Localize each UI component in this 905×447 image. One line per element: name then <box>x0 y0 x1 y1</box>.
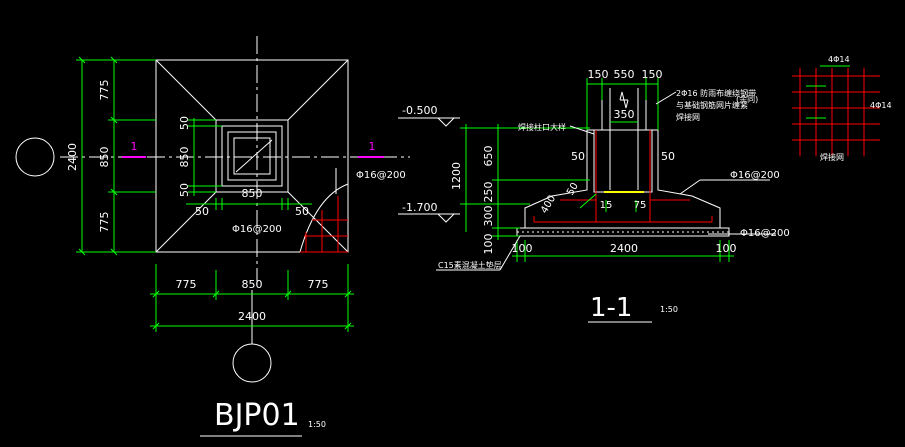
section-scale: 1:50 <box>660 305 678 314</box>
plan-dim-inner-v-2: 850 <box>178 147 191 168</box>
section-dim-bottom <box>512 193 734 262</box>
section-dim-v-total: 1200 <box>450 162 463 190</box>
plan-dim-left-3: 775 <box>98 212 111 233</box>
section-rebar <box>533 130 713 223</box>
axis-bubble-bottom <box>232 343 272 383</box>
section-dim-vertical <box>460 124 590 240</box>
plan-rebar-label-2: Φ16@200 <box>232 224 282 235</box>
section-rebar-label-2: Φ16@200 <box>740 228 790 239</box>
section-dim-misc-400: 400 <box>539 193 558 215</box>
section-mark-left: 1 <box>131 140 138 153</box>
plan-rebar-detail <box>299 168 349 253</box>
section-rebar-label-1: Φ16@200 <box>730 170 780 181</box>
elevation-markers <box>398 117 460 223</box>
section-dim-misc-75: 75 <box>634 200 647 211</box>
section-column-width: 350 <box>614 108 635 121</box>
mesh-label-1: 4Φ14 <box>828 55 850 64</box>
section-elev-top: -0.500 <box>402 104 437 117</box>
plan-dim-inner-b-2: 850 <box>242 187 263 200</box>
plan-dim-inner-b-3: 50 <box>295 205 309 218</box>
plan-dim-bottom-1: 775 <box>176 278 197 291</box>
section-dim-bottom-left: 100 <box>512 242 533 255</box>
section-note-1: 2Φ16 防雨布缠绕钢带 <box>676 88 756 98</box>
section-dim-bottom-right: 100 <box>716 242 737 255</box>
plan-dim-bottom-2: 850 <box>242 278 263 291</box>
plan-dim-inner-vertical <box>188 118 222 196</box>
section-dim-v-300: 300 <box>482 206 495 227</box>
section-note-4: (余同) <box>736 94 758 104</box>
section-dim-50-right: 50 <box>661 150 675 163</box>
section-title: 1-1 <box>590 293 632 323</box>
plan-dim-inner-v-3: 50 <box>178 183 191 197</box>
plan-dim-inner-v-1: 50 <box>178 116 191 130</box>
section-note-3: 焊接网 <box>676 112 700 122</box>
section-view <box>398 78 776 323</box>
plan-outline <box>155 59 349 253</box>
section-dim-v-100: 100 <box>482 234 495 255</box>
section-note-2: 与基础钢筋网片缠紧 <box>676 100 748 110</box>
mesh-texts: 4Φ14 4Φ14 焊接网 <box>820 55 892 162</box>
axis-bubble-left <box>15 137 55 177</box>
plan-scale: 1:50 <box>308 420 326 429</box>
section-dim-misc-15: 15 <box>600 200 613 211</box>
section-mark-right: 1 <box>369 140 376 153</box>
section-dim-v-650: 650 <box>482 146 495 167</box>
plan-view <box>15 36 410 437</box>
section-dim-top-2: 550 <box>614 68 635 81</box>
section-elev-bottom: -1.700 <box>402 201 437 214</box>
section-note-5: 焊接柱口大样 <box>518 122 566 132</box>
pedestal <box>215 119 289 193</box>
section-dim-top <box>586 78 659 130</box>
section-dim-bottom-total: 2400 <box>610 242 638 255</box>
mesh-label-3: 焊接网 <box>820 152 844 162</box>
section-footing <box>524 129 721 228</box>
section-dim-top-3: 150 <box>642 68 663 81</box>
plan-dim-bottom-total: 2400 <box>238 310 266 323</box>
plan-dim-bottom <box>150 264 354 332</box>
plan-dim-left <box>76 56 156 256</box>
section-note-6: C15素混凝土垫层 <box>438 260 502 270</box>
section-dim-top-1: 150 <box>588 68 609 81</box>
section-texts: 150 550 150 350 50 50 -0.500 -1.700 650 … <box>402 68 790 323</box>
section-dim-v-250: 250 <box>482 182 495 203</box>
plan-dim-left-1: 775 <box>98 80 111 101</box>
mesh-label-2: 4Φ14 <box>870 101 892 110</box>
plan-texts: 775 850 775 2400 50 850 50 50 850 50 Φ16… <box>66 80 406 434</box>
section-dim-50-left: 50 <box>571 150 585 163</box>
plan-rebar-label-1: Φ16@200 <box>356 170 406 181</box>
plan-title: BJP01 <box>214 398 300 433</box>
plan-dim-left-2: 850 <box>98 147 111 168</box>
plan-dim-inner-bottom <box>186 198 312 210</box>
plan-dim-inner-b-1: 50 <box>195 205 209 218</box>
mesh-detail <box>792 65 880 156</box>
plan-dim-bottom-3: 775 <box>308 278 329 291</box>
plan-dim-left-total: 2400 <box>66 143 79 171</box>
section-dim-misc-50: 50 <box>565 181 581 198</box>
section-leaders <box>436 91 776 271</box>
